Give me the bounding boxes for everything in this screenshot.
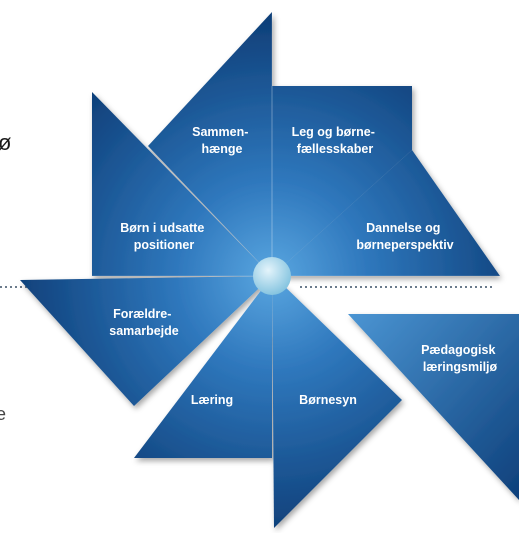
edge-fragment-top: ø [0,130,11,155]
blade-laering[interactable] [134,276,272,458]
blade-sammenhaenge[interactable] [148,12,272,276]
blade-boern-i-udsatte-positioner[interactable] [92,92,272,276]
blade-paedagogisk-laeringsmiljoe[interactable] [348,314,519,500]
label-dannelse-og-boerneperspektiv: Dannelse og børneperspektiv [356,221,453,252]
label-boernesyn: Børnesyn [299,393,357,407]
label-leg-og-boernefaellesskaber: Leg og børne- fællesskaber [292,125,379,156]
label-boern-i-udsatte-positioner: Børn i udsatte positioner [120,221,208,252]
label-foraeldresamarbejde: Forældre- samarbejde [109,307,179,338]
label-paedagogisk-laeringsmiljoe: Pædagogisk læringsmiljø [421,343,499,374]
blade-dannelse-og-boerneperspektiv[interactable] [272,150,500,276]
blade-boernesyn[interactable] [272,276,402,528]
edge-fragment-bottom: e [0,404,6,424]
blade-leg-og-boernefaellesskaber[interactable] [272,86,412,276]
blade-foraeldresamarbejde[interactable] [20,276,272,406]
label-sammenhaenge: Sammen- hænge [192,125,252,156]
center-hub [253,257,291,295]
label-laering: Læring [191,393,233,407]
